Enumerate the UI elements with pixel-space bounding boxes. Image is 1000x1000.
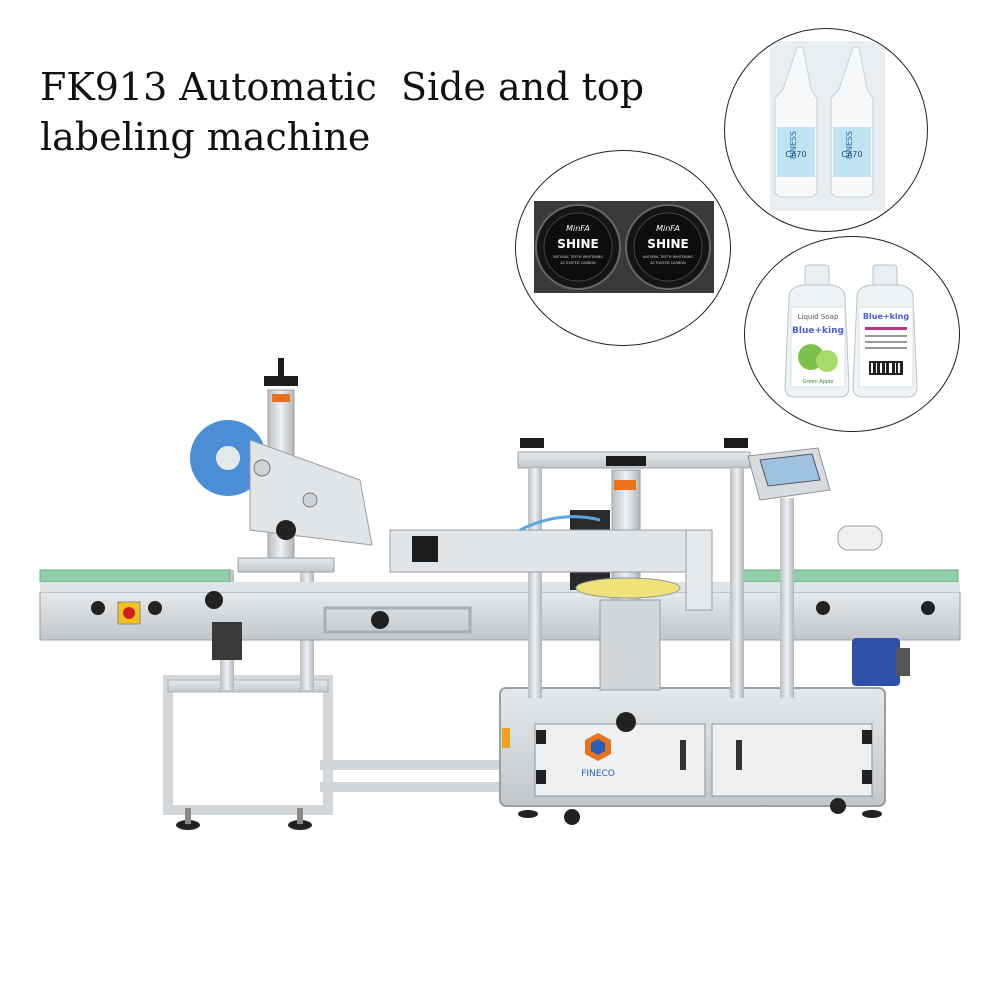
control-panel	[747, 447, 883, 698]
soap-bottle-2-brand: Blue+king	[863, 312, 909, 321]
jar-2-subtitle-2: ACTIVATED CARBON	[650, 261, 686, 265]
glue-bottle-2-brand: FINESS	[845, 131, 854, 159]
conveyor	[39, 569, 961, 686]
main-cabinet: FINECO	[499, 687, 886, 825]
soap-bottles-image: Liquid Soap Blue+king Green Apple Blue+k…	[784, 264, 918, 398]
jar-2-brand: MinFA	[656, 224, 680, 233]
side-labeling-station	[323, 438, 751, 732]
soap-bottle-1-brand: Blue+king	[792, 326, 844, 336]
touch-screen[interactable]	[759, 453, 821, 487]
jar-1-subtitle-2: ACTIVATED CARBON	[560, 261, 596, 265]
jar-1-subtitle: NATURAL TEETH WHITENING	[553, 255, 603, 259]
soap-bottle-1-type: Liquid Soap	[798, 313, 839, 321]
glue-bottle-2-model: CA70	[841, 150, 862, 159]
glue-bottle-1-model: CA70	[785, 150, 806, 159]
glue-bottles-image: FINESS CA70 FINESS CA70	[770, 41, 885, 211]
title-line-2: labeling machine	[40, 115, 371, 159]
jar-1-brand: MinFA	[566, 224, 590, 233]
glue-bottle-1-brand: FINESS	[789, 131, 798, 159]
top-labeling-head	[190, 358, 373, 573]
title-line-1: FK913 Automatic Side and top	[40, 65, 645, 109]
jars-image: MinFA SHINE NATURAL TEETH WHITENING ACTI…	[534, 201, 714, 293]
company-logo-text: FINECO	[581, 769, 615, 779]
jar-2-product: SHINE	[647, 237, 688, 251]
sample-soap-bottles-inset: Liquid Soap Blue+king Green Apple Blue+k…	[744, 236, 960, 432]
company-logo: FINECO	[581, 733, 615, 779]
sample-jars-inset: MinFA SHINE NATURAL TEETH WHITENING ACTI…	[515, 150, 731, 346]
labeling-machine: FINECO	[39, 358, 961, 830]
jar-2-subtitle: NATURAL TEETH WHITENING	[643, 255, 693, 259]
jar-1-product: SHINE	[557, 237, 598, 251]
soap-bottle-1-scent: Green Apple	[803, 379, 834, 385]
sample-glue-bottles-inset: FINESS CA70 FINESS CA70	[724, 28, 928, 232]
page-title: FK913 Automatic Side and top labeling ma…	[40, 62, 644, 162]
